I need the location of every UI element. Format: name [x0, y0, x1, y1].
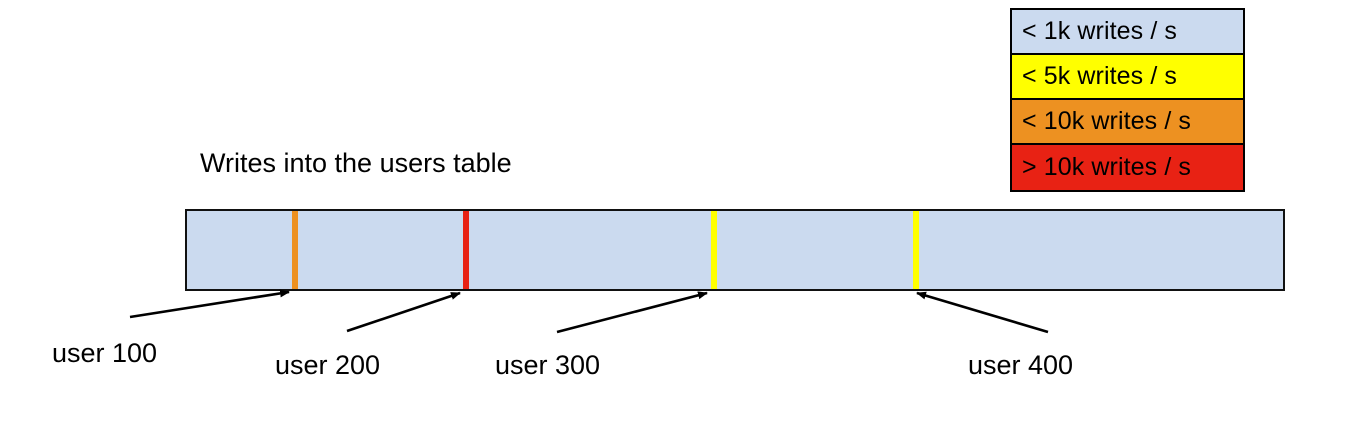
- user-300-marker: [711, 211, 717, 289]
- arrow-user-300: [556, 291, 708, 334]
- legend-item-under-5k: < 5k writes / s: [1012, 55, 1243, 100]
- arrow-user-100: [129, 289, 290, 319]
- legend-item-under-1k: < 1k writes / s: [1012, 10, 1243, 55]
- pointer-label-user-200: user 200: [275, 350, 381, 380]
- legend-item-under-10k: < 10k writes / s: [1012, 100, 1243, 145]
- legend-item-label: < 1k writes / s: [1022, 17, 1178, 45]
- legend-item-label: > 10k writes / s: [1022, 153, 1192, 181]
- arrow-user-400: [916, 291, 1049, 334]
- user-400-marker: [913, 211, 919, 289]
- users-table-bar: [185, 209, 1285, 291]
- arrow-user-200: [346, 291, 461, 333]
- user-200-marker: [463, 211, 469, 289]
- legend-item-label: < 10k writes / s: [1022, 107, 1192, 135]
- pointer-label-user-400: user 400: [968, 350, 1074, 380]
- user-100-marker: [292, 211, 298, 289]
- legend: < 1k writes / s < 5k writes / s < 10k wr…: [1010, 8, 1245, 192]
- legend-item-label: < 5k writes / s: [1022, 62, 1178, 90]
- legend-item-over-10k: > 10k writes / s: [1012, 145, 1243, 190]
- pointer-label-user-100: user 100: [52, 338, 158, 368]
- bar-caption: Writes into the users table: [200, 148, 512, 178]
- pointer-label-user-300: user 300: [495, 350, 601, 380]
